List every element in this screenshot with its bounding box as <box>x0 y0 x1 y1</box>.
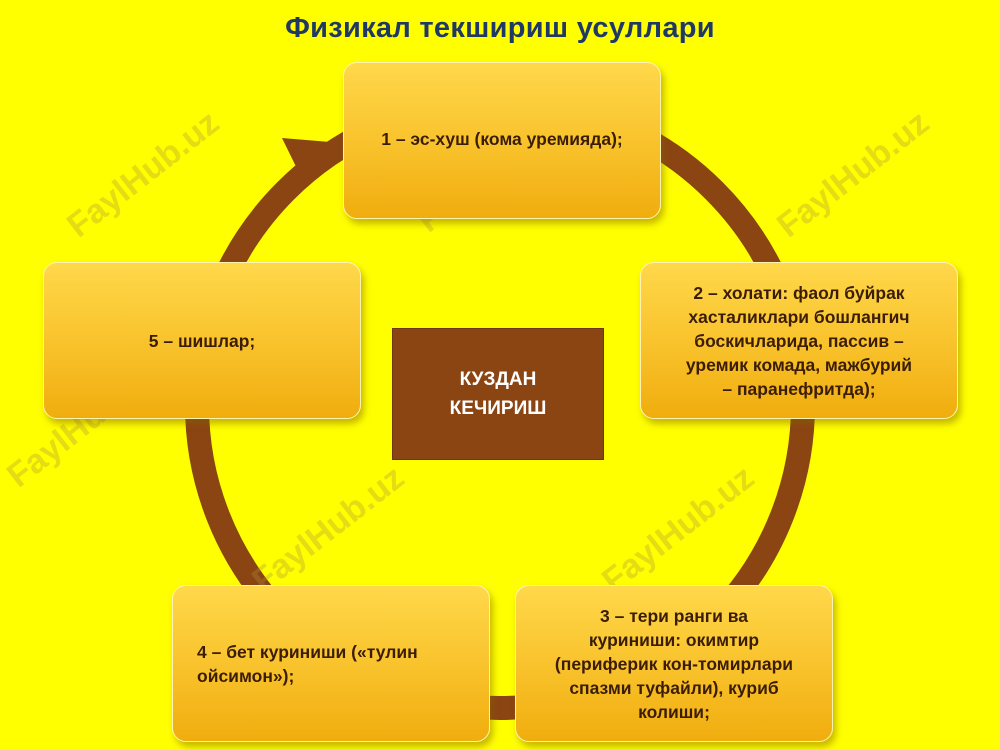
step-box-2: 2 – холати: фаол буйрак хасталиклари бош… <box>640 262 958 419</box>
center-box: КУЗДАН КЕЧИРИШ <box>392 328 604 460</box>
step-box-3: 3 – тери ранги ва куриниши: окимтир (пер… <box>515 585 833 742</box>
step-label-2: 2 – холати: фаол буйрак хасталиклари бош… <box>685 282 913 399</box>
step-box-4: 4 – бет куриниши («тулин ойсимон»); <box>172 585 490 742</box>
step-label-5: 5 – шишлар; <box>148 330 256 351</box>
step-label-4: 4 – бет куриниши («тулин ойсимон»); <box>197 641 418 686</box>
page-title: Физикал текшириш усуллари <box>285 12 715 44</box>
step-label-1: 1 – эс-хуш (кома уремияда); <box>381 129 623 149</box>
step-label-3: 3 – тери ранги ва куриниши: окимтир (пер… <box>554 605 794 722</box>
step-box-5: 5 – шишлар; <box>43 262 361 419</box>
cycle-arrow-head-icon <box>282 138 330 185</box>
step-box-1: 1 – эс-хуш (кома уремияда); <box>343 62 661 219</box>
